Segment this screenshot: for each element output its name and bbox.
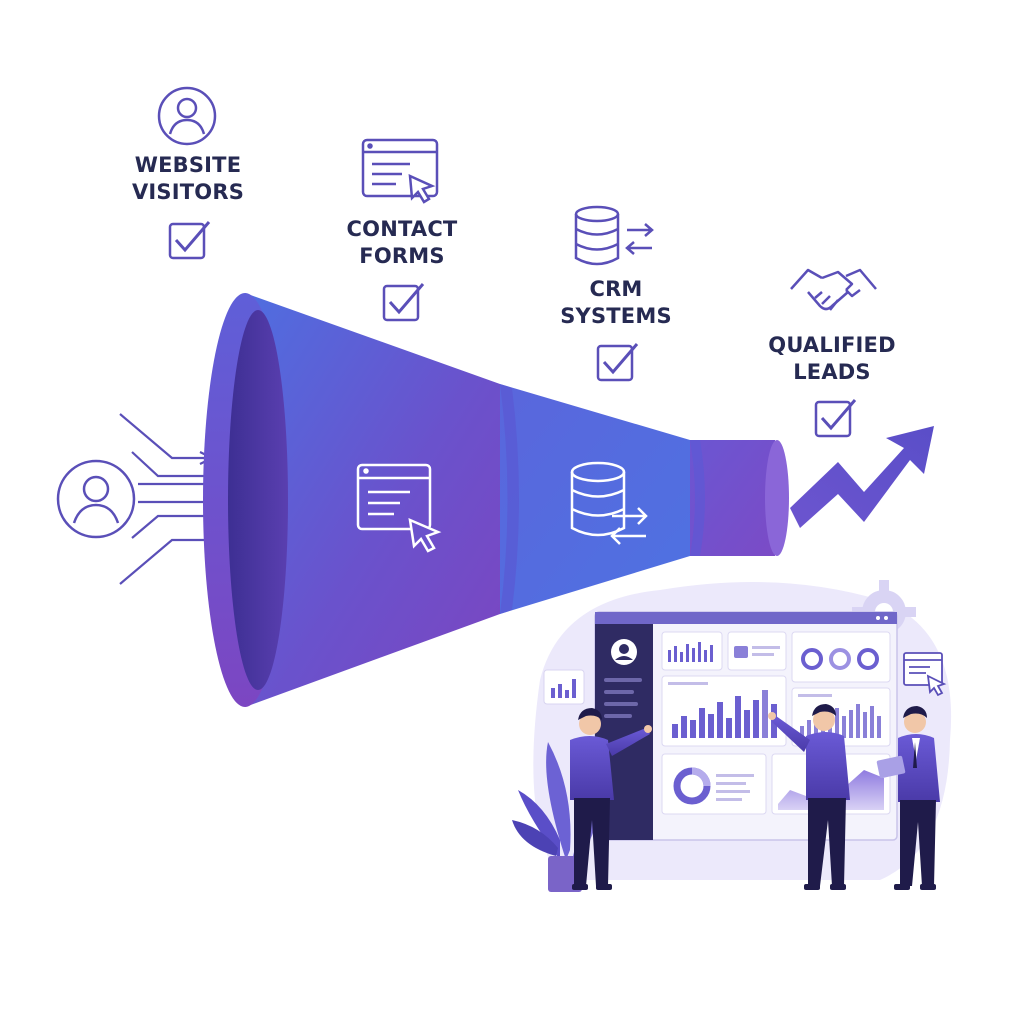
label-line: WEBSITE	[134, 153, 242, 177]
database-sync-icon	[574, 205, 654, 266]
checkbox-leads	[814, 399, 857, 438]
label-line: CRM	[589, 277, 643, 301]
funnel-section-forms	[500, 384, 690, 614]
person-left	[570, 708, 652, 890]
handshake-icon	[790, 268, 877, 311]
checkbox-visitors	[168, 221, 211, 260]
label-line: LEADS	[793, 360, 871, 384]
label-line: CONTACT	[346, 217, 458, 241]
label-line: SYSTEMS	[560, 304, 672, 328]
label-crm-systems: CRM SYSTEMS	[536, 276, 696, 330]
person-right	[876, 706, 940, 890]
mini-bar-card	[543, 669, 585, 705]
label-line: VISITORS	[131, 180, 245, 204]
funnel-body	[203, 293, 789, 707]
label-line: FORMS	[359, 244, 445, 268]
funnel-database-icon	[570, 461, 648, 545]
dashboard-scene	[512, 580, 952, 892]
label-website-visitors: WEBSITE VISITORS	[108, 152, 268, 206]
checkbox-forms	[382, 283, 425, 322]
funnel-section-crm	[690, 440, 775, 556]
label-qualified-leads: QUALIFIED LEADS	[752, 332, 912, 386]
checkbox-crm	[596, 343, 639, 382]
entry-user-icon	[56, 459, 136, 539]
label-line: QUALIFIED	[768, 333, 896, 357]
trend-arrow-icon	[790, 426, 934, 528]
mini-form-card	[903, 652, 947, 697]
funnel-mouth	[228, 310, 288, 690]
web-form-cursor-icon	[361, 138, 439, 204]
funnel-outlet	[765, 440, 789, 556]
funnel-form-icon	[356, 463, 442, 553]
label-contact-forms: CONTACT FORMS	[322, 216, 482, 270]
funnel-section-visitors	[245, 293, 500, 707]
user-circle-icon	[157, 86, 217, 146]
person-middle	[768, 704, 850, 890]
